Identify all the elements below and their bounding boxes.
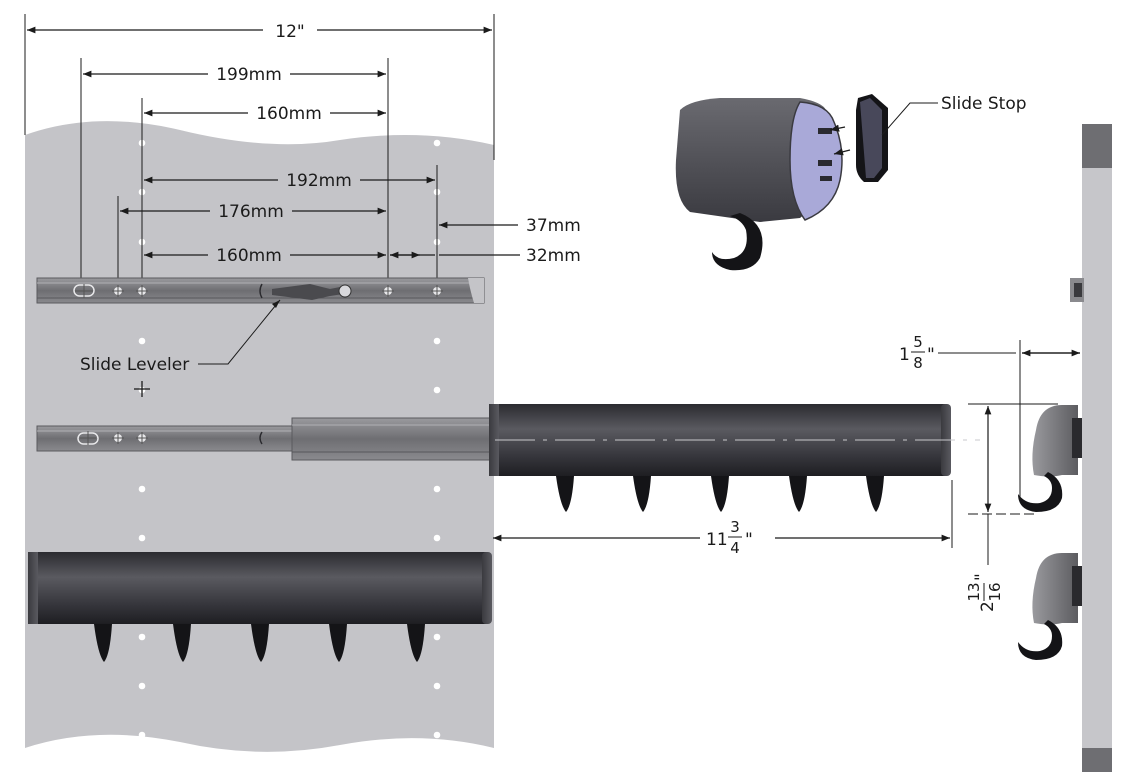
rack-bottom [28, 552, 492, 662]
dimension-160mm-top: 160mm [144, 104, 386, 124]
panel-hole [138, 337, 146, 345]
dimension-160mm-low: 160mm [144, 246, 386, 266]
rack-iso-view [675, 98, 843, 271]
hook-height-mark: " [972, 573, 992, 581]
slide-rail-extended [36, 417, 493, 461]
wall-section [1070, 124, 1112, 772]
dimension-192mm: 192mm [144, 171, 435, 191]
rack-length-num: 3 [730, 518, 740, 536]
dimension-rack-length: 11 3 4 " [493, 480, 953, 557]
dim-label-192mm: 192mm [286, 171, 352, 191]
dimension-32mm: 32mm [390, 246, 581, 266]
rack-extended [489, 404, 980, 512]
slide-stop-part [829, 94, 888, 182]
rack-length-whole: 11 [706, 530, 728, 550]
panel-hole [433, 682, 441, 690]
dim-label-12in: 12" [275, 22, 304, 42]
setback-den: 8 [913, 354, 923, 372]
setback-mark: " [927, 345, 935, 365]
dim-label-176mm: 176mm [218, 202, 284, 222]
slide-rail-top [36, 277, 485, 304]
panel-hole [433, 386, 441, 394]
hook-height-den: 16 [986, 582, 1004, 601]
dimension-hook-height: 2 13 16 " [965, 403, 1058, 612]
dim-label-160mm-low: 160mm [216, 246, 282, 266]
panel-hole [433, 731, 441, 739]
dim-label-32mm: 32mm [526, 246, 581, 266]
callout-slide-stop: Slide Stop [881, 94, 1027, 136]
panel-hole [433, 337, 441, 345]
callout-slide-leveler: Slide Leveler [80, 299, 281, 375]
panel-hole [138, 633, 146, 641]
setback-whole: 1 [899, 345, 910, 365]
slide-stop-label: Slide Stop [941, 94, 1027, 114]
panel-hole [433, 633, 441, 641]
dim-label-199mm: 199mm [216, 65, 282, 85]
slide-leveler-label: Slide Leveler [80, 355, 189, 375]
dimension-176mm: 176mm [120, 202, 386, 222]
side-view-lower-hook [1018, 553, 1082, 660]
dimension-199mm: 199mm [83, 65, 386, 85]
panel-hole [138, 731, 146, 739]
hook-height-num: 13 [965, 582, 983, 601]
panel-hole [433, 485, 441, 493]
dimension-setback: 1 5 8 " [899, 333, 1080, 500]
rack-length-mark: " [745, 530, 753, 550]
dimension-overall-width: 12" [24, 14, 495, 160]
panel-hole [138, 682, 146, 690]
setback-num: 5 [913, 333, 923, 351]
dim-label-160mm-top: 160mm [256, 104, 322, 124]
rack-length-den: 4 [730, 539, 740, 557]
dim-label-37mm: 37mm [526, 216, 581, 236]
hook-height-whole: 2 [978, 601, 998, 612]
extension-lines [80, 58, 438, 290]
panel-hole [138, 485, 146, 493]
panel-hole [138, 534, 146, 542]
dimension-37mm: 37mm [439, 216, 581, 236]
side-view-upper-hook [1018, 405, 1082, 512]
panel-hole [433, 139, 441, 147]
center-crosshair [134, 381, 150, 397]
panel-hole [433, 534, 441, 542]
slide-leveler-part [272, 284, 350, 300]
